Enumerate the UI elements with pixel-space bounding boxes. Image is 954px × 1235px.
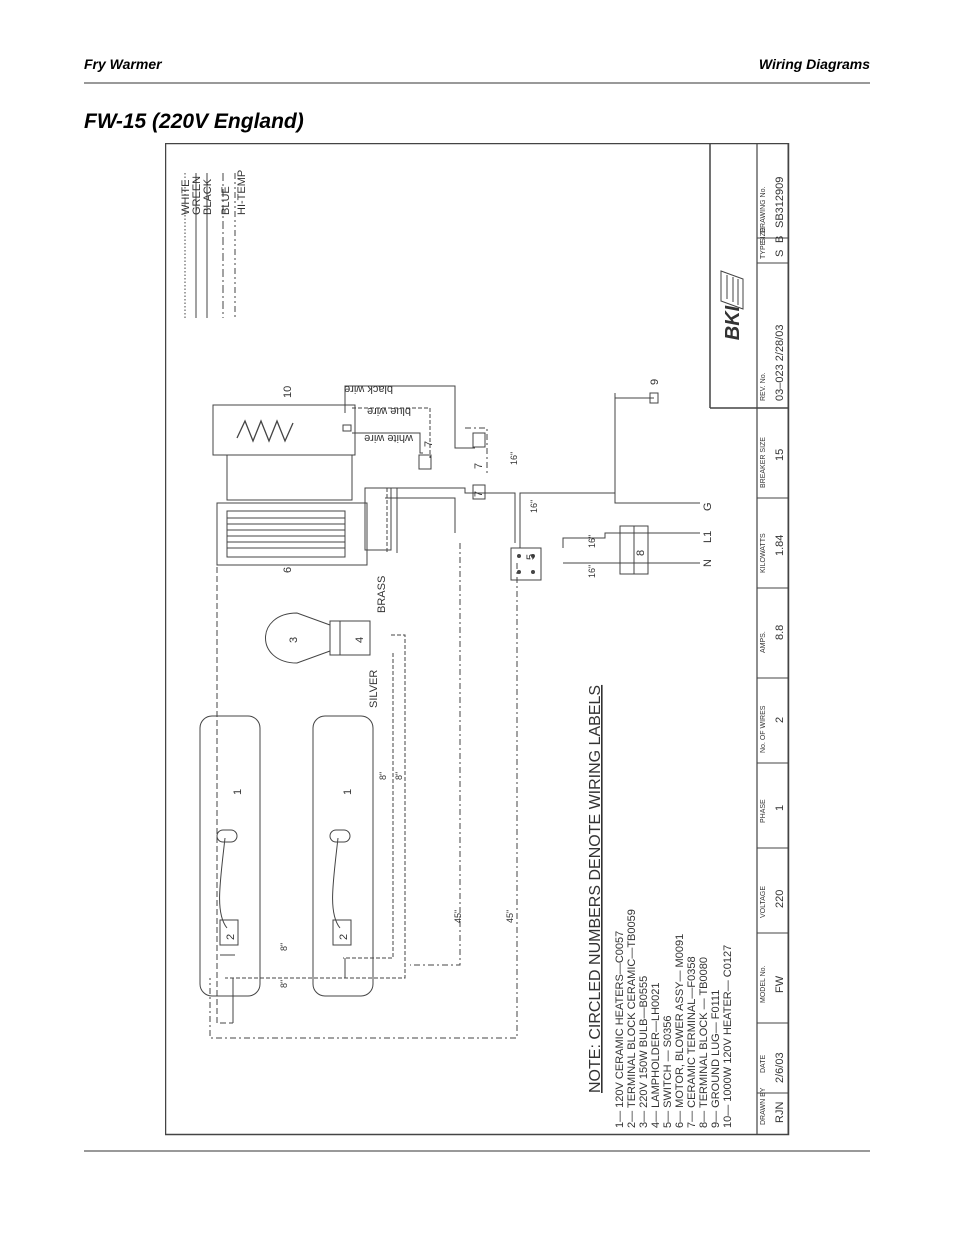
tv-drawing-no: SB312909 — [774, 177, 786, 228]
part-1: 1— 120V CERAMIC HEATERS—C0057 — [614, 931, 626, 1128]
label-brass: BRASS — [376, 576, 388, 613]
tv-model: FW — [774, 975, 786, 993]
dim-16-a: 16" — [509, 452, 519, 465]
label-black-wire: black wire — [344, 383, 393, 395]
callout-6: 6 — [282, 567, 294, 573]
dim-45-b: 45" — [505, 910, 515, 923]
switch — [510, 547, 542, 581]
part-5: 5— SWITCH — S0356 — [662, 1016, 674, 1128]
th-phase: PHASE — [760, 799, 767, 823]
part-6: 6— MOTOR, BLOWER ASSY— M0091 — [674, 934, 686, 1128]
footer-rule — [84, 1150, 870, 1152]
bki-logo: BKI — [720, 270, 744, 340]
callout-7b: 7 — [473, 463, 485, 469]
header-rule — [84, 82, 870, 84]
th-size: SIZE — [760, 227, 767, 243]
legend-white: WHITE — [180, 180, 192, 215]
th-date: DATE — [760, 1055, 767, 1073]
dim-16-b: 16" — [529, 500, 539, 513]
th-voltage: VOLTAGE — [760, 886, 767, 918]
part-10: 10— 1000W 120V HEATER— C0127 — [722, 945, 734, 1128]
part-3: 3— 220V 150W BULB—B0555 — [638, 976, 650, 1128]
tv-amps: 8.8 — [774, 625, 786, 640]
th-amps: AMPS. — [760, 631, 767, 653]
wiring-diagram: BKI DRAWN BY DATE MODEL No. VOLTAGE PHAS… — [165, 143, 790, 1136]
th-kilowatts: KILOWATTS — [760, 533, 767, 573]
ceramic-heater-b — [312, 715, 374, 997]
callout-4: 4 — [354, 637, 366, 643]
dim-8-b: 8" — [394, 772, 404, 780]
header-section: Wiring Diagrams — [758, 56, 870, 72]
callout-5: 5 — [525, 554, 537, 560]
callout-8: 8 — [635, 550, 647, 556]
tv-rev: 03–023 2/28/03 — [774, 325, 786, 401]
supply-neutral: N — [702, 559, 714, 567]
heater-1000w — [212, 404, 356, 501]
ceramic-terminals — [418, 432, 486, 500]
th-drawn-by: DRAWN BY — [760, 1087, 767, 1125]
part-4: 4— LAMPHOLDER—LH0021 — [650, 982, 662, 1128]
th-type: TYPE — [760, 240, 767, 259]
tv-type: S — [774, 250, 786, 257]
supply-l1: L1 — [702, 531, 714, 543]
blower-motor — [216, 487, 392, 566]
ceramic-heater-a — [199, 715, 261, 997]
supply-ground: G — [702, 502, 714, 511]
wire-legend: WHITE GREEN BLACK BLUE HI-TEMP — [180, 170, 248, 318]
part-9: 9— GROUND LUG— F0111 — [710, 990, 722, 1128]
callout-1b: 1 — [342, 789, 354, 795]
dim-16-c: 16" — [587, 535, 597, 548]
wiring — [209, 385, 700, 1039]
tv-date: 2/6/03 — [774, 1052, 786, 1083]
header-product: Fry Warmer — [84, 56, 162, 72]
callout-2a: 2 — [225, 934, 237, 940]
dim-8-c: 8" — [279, 943, 289, 951]
part-8: 8— TERMINAL BLOCK — TB0080 — [698, 957, 710, 1128]
tv-voltage: 220 — [774, 890, 786, 908]
label-white-wire: white wire — [364, 432, 414, 444]
note-wiring-labels: NOTE: CIRCLED NUMBERS DENOTE WIRING LABE… — [587, 685, 604, 1093]
callout-10: 10 — [282, 386, 294, 398]
label-blue-wire: blue wire — [367, 405, 411, 417]
tv-size: B — [774, 236, 786, 243]
tv-kilowatts: 1.84 — [774, 535, 786, 556]
callout-2b: 2 — [338, 934, 350, 940]
callout-1a: 1 — [232, 789, 244, 795]
callouts: 10 6 3 4 1 1 5 8 9 7 7 7 2 2 — [225, 379, 661, 940]
legend-blue: BLUE — [220, 186, 232, 215]
dim-8-a: 8" — [378, 772, 388, 780]
tv-breaker: 15 — [774, 449, 786, 461]
title-block: BKI DRAWN BY DATE MODEL No. VOLTAGE PHAS… — [709, 143, 789, 1135]
lamp-assembly — [265, 612, 371, 664]
dim-16-d: 16" — [587, 565, 597, 578]
label-silver: SILVER — [368, 670, 380, 708]
callout-7a: 7 — [423, 441, 435, 447]
part-7: 7— CERAMIC TERMINAL—F0358 — [686, 956, 698, 1128]
tv-wires: 2 — [774, 717, 786, 723]
th-wires: No. OF WIRES — [760, 705, 767, 753]
legend-green: GREEN — [191, 176, 203, 215]
th-drawing-no: DRAWING No. — [760, 187, 767, 233]
dim-45-a: 45" — [453, 910, 463, 923]
th-model: MODEL No. — [760, 965, 767, 1003]
page-title: FW-15 (220V England) — [84, 110, 304, 133]
ground-lug — [615, 392, 659, 404]
dim-8-d: 8" — [279, 980, 289, 988]
th-breaker: BREAKER SIZE — [760, 437, 767, 488]
part-2: 2— TERMINAL BLOCK CERAMIC—TB0059 — [626, 909, 638, 1128]
svg-text:BKI: BKI — [722, 305, 744, 340]
legend-black: BLACK — [202, 178, 214, 215]
callout-7c: 7 — [473, 491, 485, 497]
tv-drawn-by: RJN — [774, 1102, 786, 1123]
th-rev: REV. No. — [760, 372, 767, 401]
terminal-block-8 — [619, 525, 649, 575]
callout-3: 3 — [288, 637, 300, 643]
callout-9: 9 — [649, 379, 661, 385]
legend-hi-temp: HI-TEMP — [236, 170, 248, 215]
tv-phase: 1 — [774, 805, 786, 811]
